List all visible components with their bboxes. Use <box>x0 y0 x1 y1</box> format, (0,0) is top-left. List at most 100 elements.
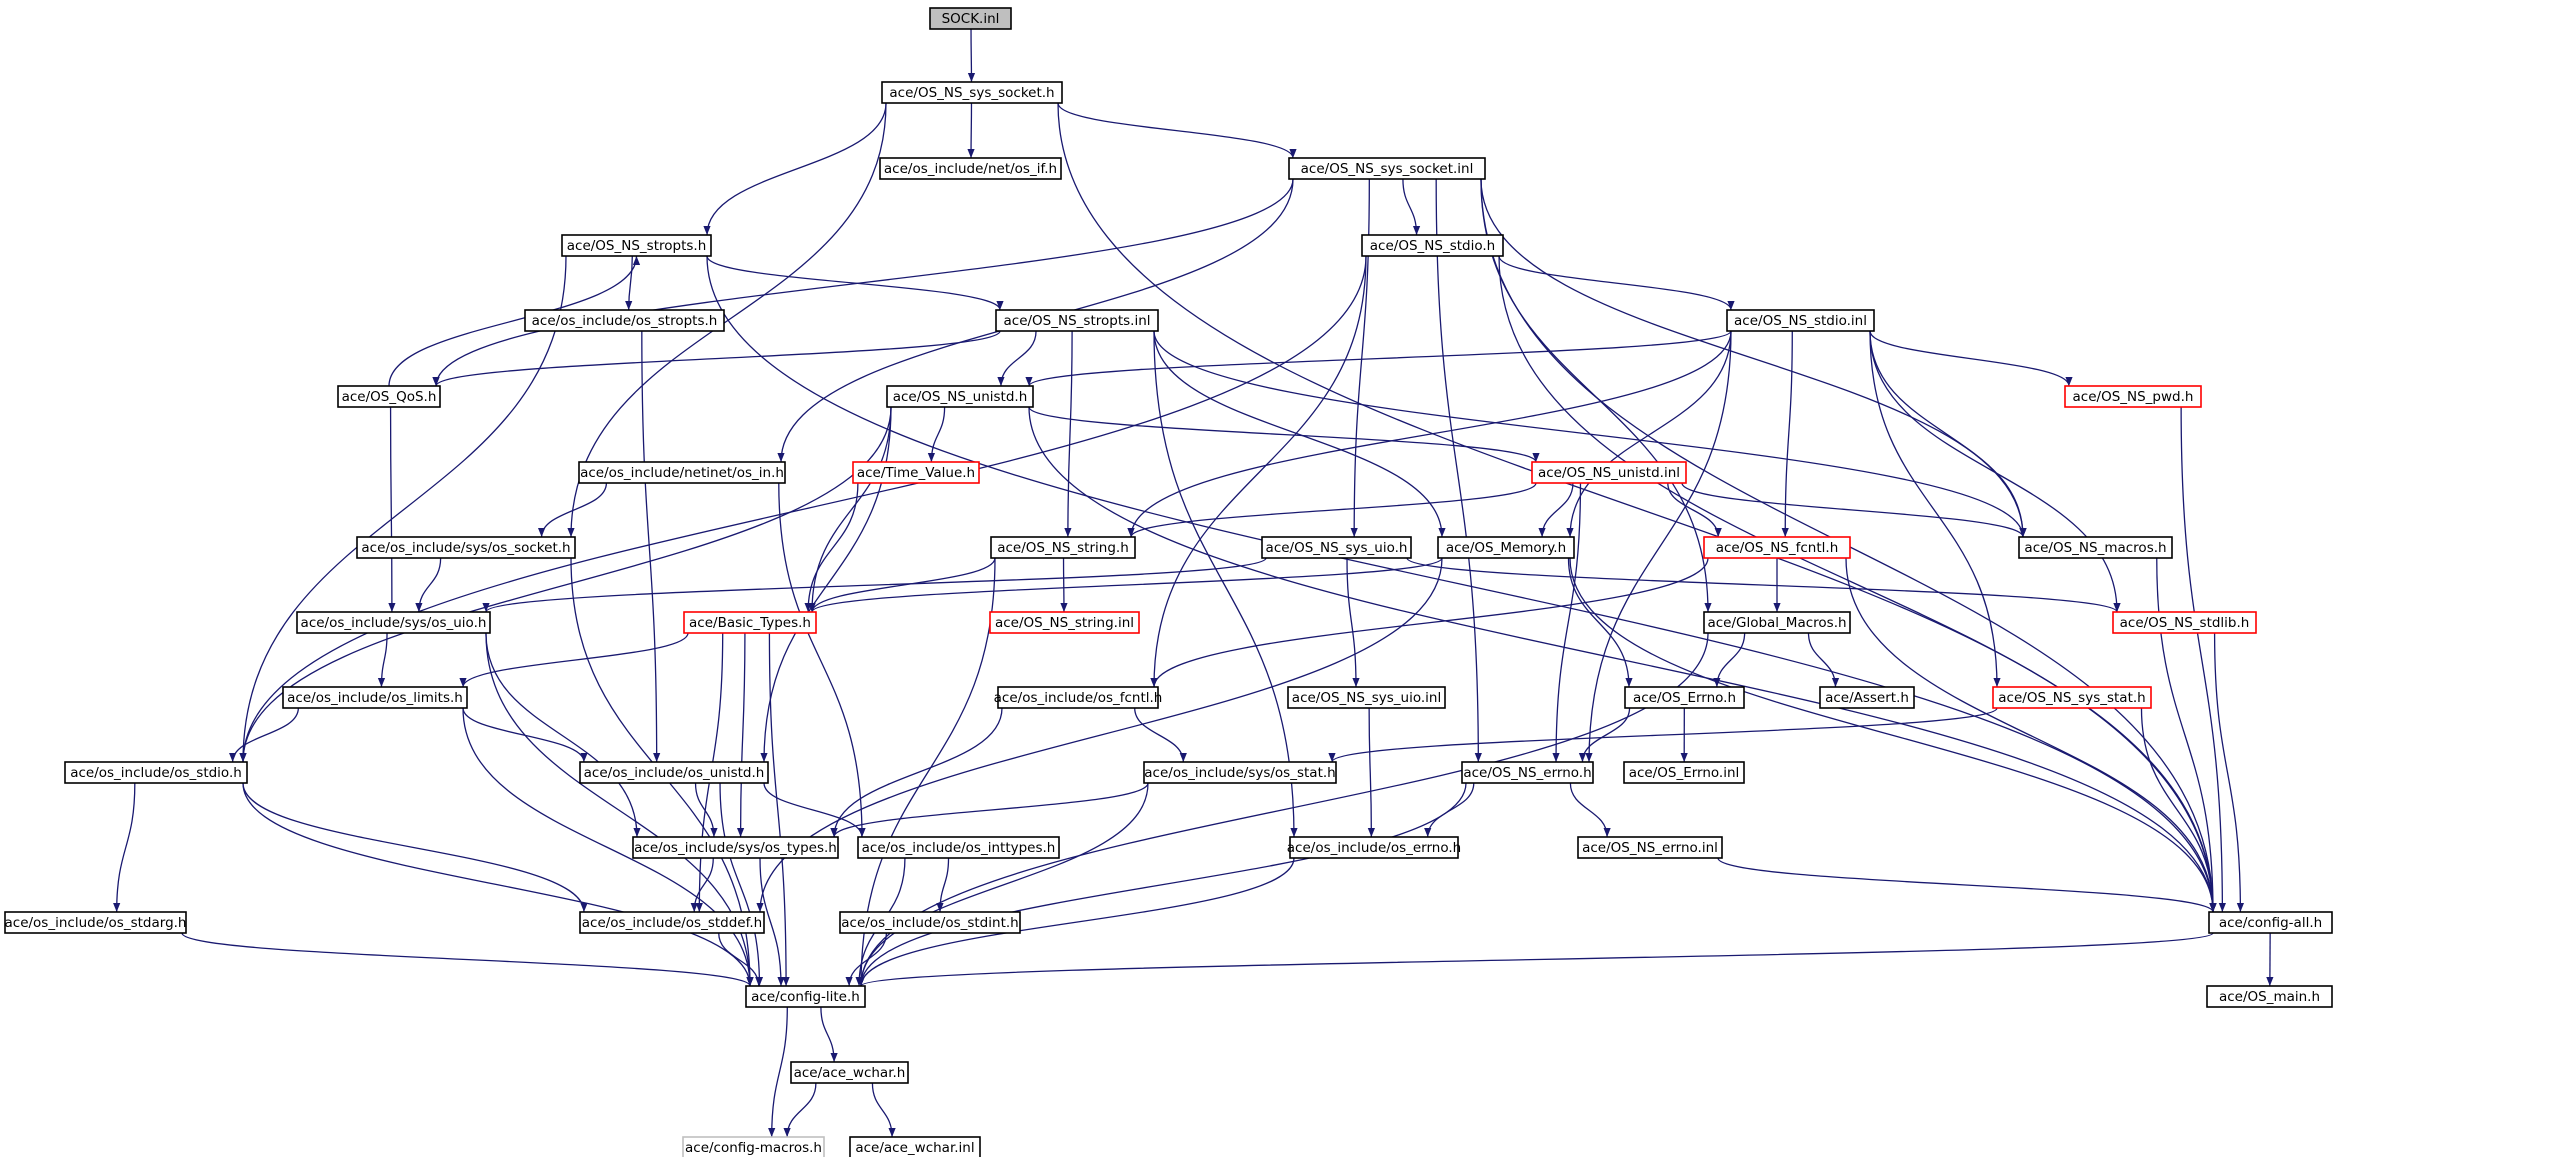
edge-n11-n44 <box>2180 406 2226 913</box>
edge-n4-n32 <box>239 255 567 763</box>
edge-n21-n37 <box>485 632 641 838</box>
node-n29[interactable]: ace/OS_Errno.h <box>1624 686 1745 709</box>
edge-n18-n29 <box>1567 557 1633 688</box>
node-n2[interactable]: ace/os_include/net/os_if.h <box>879 157 1062 180</box>
node-n5[interactable]: ace/OS_NS_stdio.h <box>1361 234 1504 257</box>
node-n10[interactable]: ace/OS_NS_unistd.h <box>886 385 1034 408</box>
node-label: ace/OS_NS_pwd.h <box>2073 389 2194 405</box>
node-box <box>1624 686 1745 709</box>
node-box <box>579 911 765 934</box>
node-n36[interactable]: ace/OS_Errno.inl <box>1623 761 1745 784</box>
edge-n19-n27 <box>1150 557 1709 688</box>
node-box <box>1531 461 1687 484</box>
node-n42[interactable]: ace/os_include/os_stddef.h <box>579 911 765 934</box>
node-box <box>1577 836 1723 859</box>
node-n30[interactable]: ace/Assert.h <box>1819 686 1915 709</box>
node-label: ace/os_include/os_unistd.h <box>584 765 765 781</box>
edge-n32-n42 <box>242 782 588 913</box>
node-n43[interactable]: ace/os_include/os_stdint.h <box>839 911 1021 934</box>
node-box <box>790 1061 909 1084</box>
node-box <box>524 309 725 332</box>
node-n23[interactable]: ace/OS_NS_string.inl <box>989 611 1140 634</box>
node-n27[interactable]: ace/os_include/os_fcntl.h <box>994 686 1163 709</box>
node-n14[interactable]: ace/OS_NS_unistd.inl <box>1531 461 1687 484</box>
edge-n5-n32 <box>239 255 1367 763</box>
node-n4[interactable]: ace/OS_NS_stropts.h <box>561 234 712 257</box>
node-box <box>929 7 1012 30</box>
node-box <box>561 234 712 257</box>
edge-n4-n44 <box>706 255 2217 913</box>
node-n33[interactable]: ace/os_include/os_unistd.h <box>579 761 769 784</box>
node-n0[interactable]: SOCK.inl <box>929 7 1012 30</box>
edge-n10-n22 <box>808 406 892 613</box>
node-n49[interactable]: ace/ace_wchar.inl <box>849 1136 981 1157</box>
node-box <box>849 1136 981 1157</box>
node-n41[interactable]: ace/os_include/os_stdarg.h <box>4 911 187 934</box>
node-n1[interactable]: ace/OS_NS_sys_socket.h <box>881 81 1063 104</box>
node-n3[interactable]: ace/OS_NS_sys_socket.inl <box>1288 157 1486 180</box>
node-n22[interactable]: ace/Basic_Types.h <box>683 611 817 634</box>
edge-n8-n18 <box>1566 330 1732 538</box>
node-label: ace/os_include/os_errno.h <box>1287 840 1461 856</box>
node-n20[interactable]: ace/OS_NS_macros.h <box>2018 536 2173 559</box>
edge-n26-n33 <box>462 707 588 763</box>
edge-n13-n22 <box>804 482 859 613</box>
edge-n8-n20 <box>1869 330 2027 538</box>
node-n44[interactable]: ace/config-all.h <box>2208 911 2333 934</box>
node-n25[interactable]: ace/OS_NS_stdlib.h <box>2112 611 2257 634</box>
node-n35[interactable]: ace/OS_NS_errno.h <box>1461 761 1594 784</box>
edge-n8-n16 <box>1127 330 1732 538</box>
node-box <box>990 536 1136 559</box>
node-n16[interactable]: ace/OS_NS_string.h <box>990 536 1136 559</box>
node-n15[interactable]: ace/os_include/sys/os_socket.h <box>356 536 576 559</box>
node-n40[interactable]: ace/OS_NS_errno.inl <box>1577 836 1723 859</box>
edge-n40-n44 <box>1717 857 2217 913</box>
node-n17[interactable]: ace/OS_NS_sys_uio.h <box>1261 536 1412 559</box>
node-n26[interactable]: ace/os_include/os_limits.h <box>282 686 468 709</box>
node-label: ace/OS_NS_sys_stat.h <box>1998 690 2145 706</box>
node-n12[interactable]: ace/os_include/netinet/os_in.h <box>578 461 786 484</box>
node-n38[interactable]: ace/os_include/os_inttypes.h <box>857 836 1060 859</box>
node-label: ace/os_include/sys/os_types.h <box>634 840 837 856</box>
edge-n29-n35 <box>1578 707 1631 763</box>
node-n46[interactable]: ace/OS_main.h <box>2206 985 2333 1008</box>
node-n8[interactable]: ace/OS_NS_stdio.inl <box>1726 309 1875 332</box>
edge-n31-n44 <box>2140 707 2217 913</box>
node-n11[interactable]: ace/OS_NS_pwd.h <box>2064 385 2202 408</box>
edge-n22-n26 <box>459 632 689 688</box>
edge-n12-n38 <box>778 482 866 838</box>
node-n24[interactable]: ace/Global_Macros.h <box>1703 611 1851 634</box>
node-n19[interactable]: ace/OS_NS_fcntl.h <box>1703 536 1851 559</box>
edge-n21-n26 <box>377 632 388 688</box>
node-n32[interactable]: ace/os_include/os_stdio.h <box>64 761 248 784</box>
node-n39[interactable]: ace/os_include/os_errno.h <box>1287 836 1461 859</box>
node-n47[interactable]: ace/ace_wchar.h <box>790 1061 909 1084</box>
node-label: ace/Assert.h <box>1825 690 1909 706</box>
node-n7[interactable]: ace/OS_NS_stropts.inl <box>995 309 1159 332</box>
node-n9[interactable]: ace/OS_QoS.h <box>337 385 441 408</box>
node-label: ace/config-macros.h <box>685 1140 822 1156</box>
node-box <box>852 461 980 484</box>
edge-n8-n35 <box>1585 330 1732 763</box>
edge-n37-n42 <box>690 857 714 913</box>
node-n48[interactable]: ace/config-macros.h <box>682 1136 825 1157</box>
node-box <box>632 836 839 859</box>
node-n13[interactable]: ace/Time_Value.h <box>852 461 980 484</box>
node-n28[interactable]: ace/OS_NS_sys_uio.inl <box>1287 686 1446 709</box>
node-n37[interactable]: ace/os_include/sys/os_types.h <box>632 836 839 859</box>
node-n21[interactable]: ace/os_include/sys/os_uio.h <box>296 611 491 634</box>
edge-n1-n3 <box>1057 102 1297 159</box>
node-n34[interactable]: ace/os_include/sys/os_stat.h <box>1143 761 1337 784</box>
node-n6[interactable]: ace/os_include/os_stropts.h <box>524 309 725 332</box>
node-box <box>578 461 786 484</box>
node-n31[interactable]: ace/OS_NS_sys_stat.h <box>1992 686 2152 709</box>
node-n45[interactable]: ace/config-lite.h <box>745 985 866 1008</box>
node-n18[interactable]: ace/OS_Memory.h <box>1437 536 1575 559</box>
node-box <box>1819 686 1915 709</box>
edge-n24-n30 <box>1807 632 1840 688</box>
edge-n5-n8 <box>1498 255 1735 311</box>
edge-n8-n11 <box>1869 330 2073 387</box>
edge-n47-n48 <box>783 1082 817 1138</box>
edge-n18-n44 <box>1569 557 2217 913</box>
node-label: SOCK.inl <box>942 11 1000 27</box>
